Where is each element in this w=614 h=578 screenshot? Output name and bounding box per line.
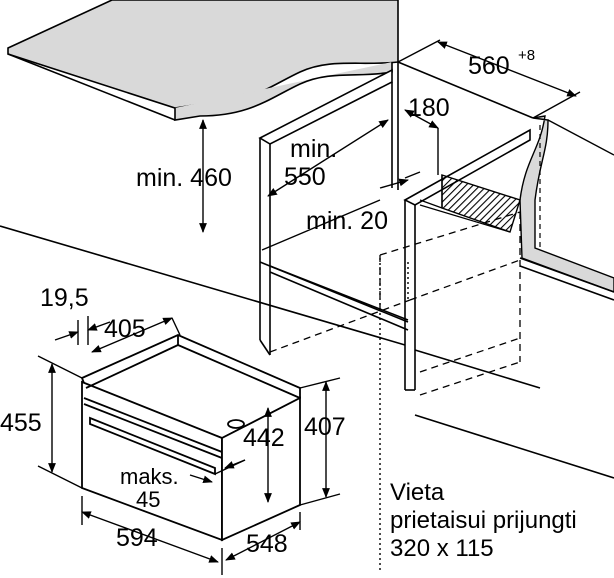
label-min-gap: min. 20 (306, 207, 388, 235)
label-front-height: 442 (243, 424, 285, 452)
niche-structure (0, 61, 614, 479)
dashed-appliance-outline (269, 211, 521, 396)
label-max-protrusion-a: maks. (120, 464, 179, 489)
label-min-height: min. 460 (136, 164, 232, 192)
worktop-left (7, 0, 399, 121)
label-vent-cut: 180 (408, 94, 450, 122)
worktop-right (519, 115, 614, 301)
label-overall-depth: 548 (246, 530, 288, 558)
label-depth-niche: 560 (468, 52, 510, 80)
note-line-3: 320 x 115 (390, 535, 494, 562)
label-inner-width: 405 (104, 315, 146, 343)
label-min-width-a: min. (290, 135, 337, 163)
note-line-1: Vieta (390, 479, 445, 506)
note-line-2: prietaisui prijungti (390, 507, 577, 534)
label-offset-small: 19,5 (40, 284, 89, 312)
label-depth-tolerance: +8 (518, 47, 535, 64)
label-body-height: 407 (304, 413, 346, 441)
label-max-protrusion-b: 45 (136, 487, 160, 512)
connection-area-outline (379, 258, 409, 570)
dimension-lines (37, 39, 581, 575)
label-overall-height: 455 (0, 409, 42, 437)
label-min-width-b: 550 (284, 163, 326, 191)
oven (80, 334, 301, 542)
label-overall-width: 594 (116, 524, 158, 552)
